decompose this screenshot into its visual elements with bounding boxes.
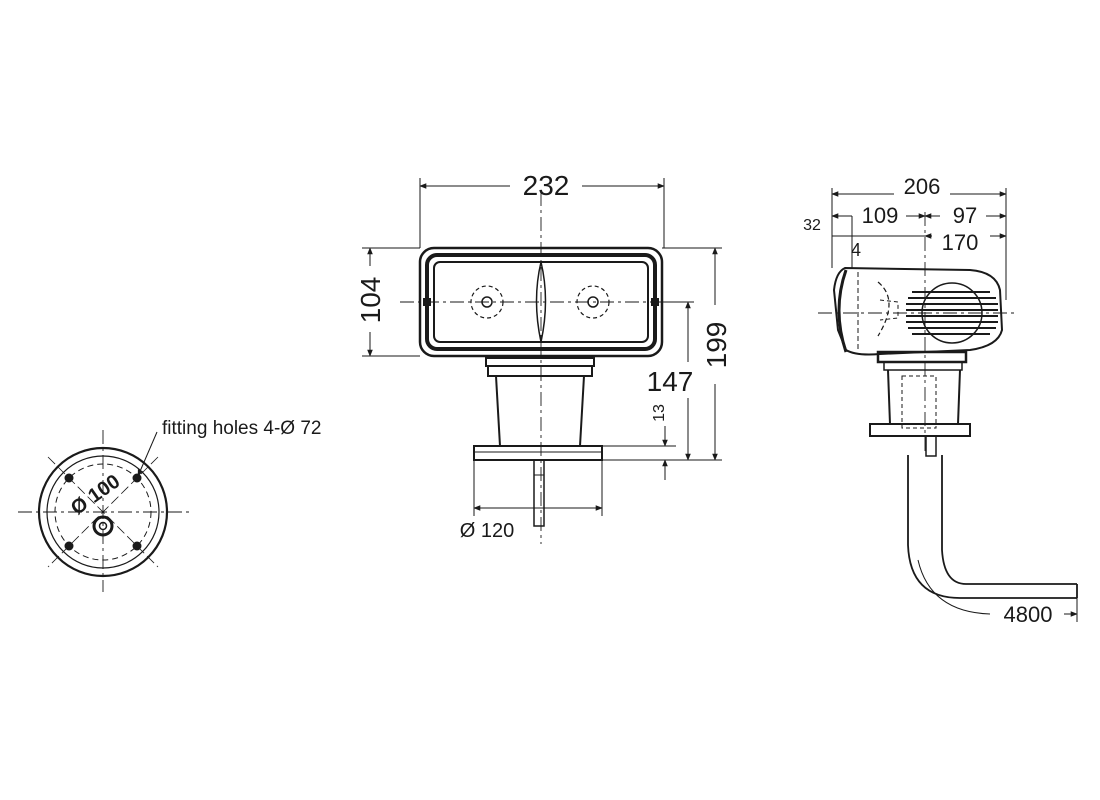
fitting-holes-label: fitting holes 4-Ø 72 <box>162 418 321 439</box>
lens-divider-left <box>535 261 542 343</box>
base-plate <box>473 445 603 461</box>
dim-97-label: 97 <box>953 203 977 228</box>
dim-4800-label: 4800 <box>1004 602 1053 627</box>
dim-32-label: 32 <box>803 217 821 234</box>
side-column-inner <box>901 375 937 429</box>
side-cable-outer <box>907 455 1077 599</box>
cable-stub <box>533 459 545 527</box>
side-cable-gland <box>925 435 937 457</box>
dim-109-label: 109 <box>862 203 899 228</box>
side-front-glass <box>837 269 848 353</box>
neck-collar <box>487 365 593 377</box>
side-cable-inner <box>941 455 1077 585</box>
holes-leader <box>137 431 158 477</box>
dim-104-label: 104 <box>355 277 386 324</box>
plate-cable-hole <box>92 515 114 537</box>
fitting-hole <box>132 473 142 483</box>
fitting-hole <box>64 541 74 551</box>
dim-147-label: 147 <box>647 366 694 397</box>
dim-13-label: 13 <box>651 404 668 422</box>
fitting-hole <box>132 541 142 551</box>
lens-divider-right <box>540 261 547 343</box>
dim-170-label: 170 <box>942 230 979 255</box>
side-base-plate <box>869 423 971 437</box>
dim-4800-leader <box>917 559 991 615</box>
neck-ring <box>485 357 595 367</box>
dim-206-label: 206 <box>904 174 941 199</box>
front-view: 232 104 199 147 13 Ø 120 <box>355 170 732 544</box>
mounting-plate-view: fitting holes 4-Ø 72 Ø 100 <box>18 418 321 592</box>
dim-232-label: 232 <box>523 170 570 201</box>
fitting-hole <box>64 473 74 483</box>
side-housing <box>832 266 1004 356</box>
plate-cable-hole-core <box>98 521 108 531</box>
dim-199-label: 199 <box>701 322 732 369</box>
column-body <box>495 375 585 447</box>
side-column <box>887 369 961 425</box>
side-view: 206 109 97 32 4 170 4800 <box>803 174 1078 627</box>
dim-4-label: 4 <box>851 240 861 260</box>
side-bulb <box>879 299 899 321</box>
side-reflector <box>877 281 890 337</box>
dim-120-label: Ø 120 <box>460 520 514 542</box>
side-neck-collar <box>883 361 963 371</box>
